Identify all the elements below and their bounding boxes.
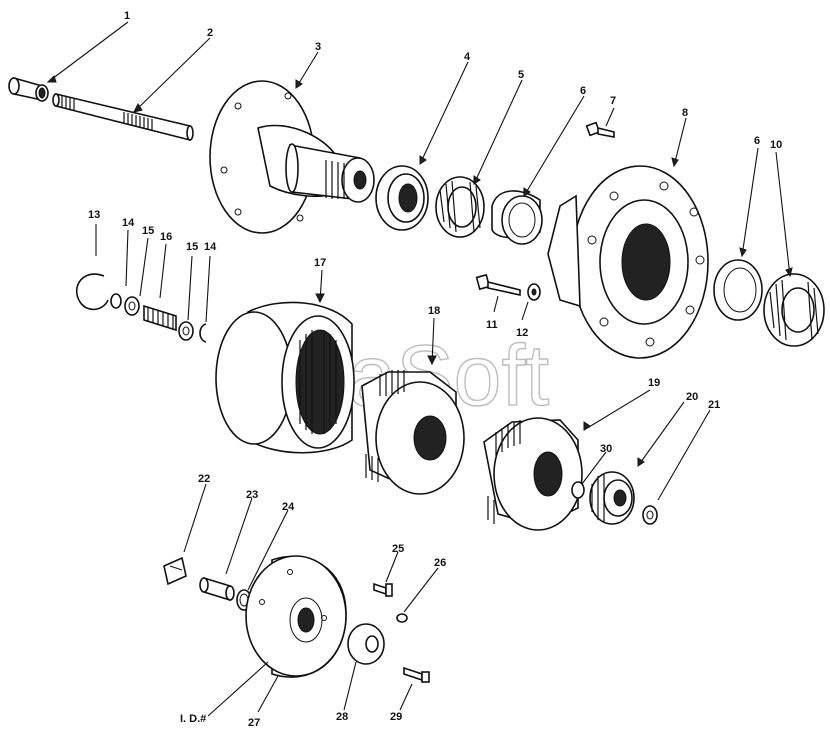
callout-labels: 1 2 3 4 5 6 7 8 6 10 11 12 13 14 15 16 1… [88, 10, 782, 729]
callout-5: 5 [518, 69, 524, 81]
part-13-snap-ring [75, 273, 109, 311]
callout-7: 7 [610, 95, 616, 107]
callout-11: 11 [486, 319, 498, 331]
part-14a-washer [110, 293, 122, 309]
callout-20: 20 [686, 391, 698, 403]
callout-10: 10 [770, 139, 782, 151]
callout-16: 16 [160, 231, 172, 243]
part-3-flange-hub [209, 80, 375, 234]
callout-15a: 15 [142, 225, 154, 237]
callout-26: 26 [434, 557, 446, 569]
part-19-carrier-assembly [483, 417, 583, 531]
part-22-clip [163, 556, 187, 586]
callout-24: 24 [282, 501, 295, 513]
part-26-plug [396, 613, 408, 623]
callout-12: 12 [516, 327, 528, 339]
callout-14a: 14 [122, 217, 135, 229]
part-17-ring-gear [215, 301, 355, 454]
callout-6a: 6 [580, 85, 586, 97]
part-6-bearing-cup [491, 190, 543, 245]
callout-25: 25 [392, 543, 404, 555]
callout-29: 29 [390, 711, 402, 723]
part-5-roller-bearing [435, 176, 485, 238]
callout-28: 28 [336, 711, 348, 723]
callout-id: I. D.# [180, 713, 206, 725]
callout-8: 8 [682, 107, 688, 119]
part-1-bushing [8, 76, 49, 102]
part-20-sun-gear [589, 471, 635, 525]
part-14b-washer [199, 323, 207, 343]
callout-15b: 15 [186, 241, 198, 253]
part-21-washer [642, 505, 658, 525]
part-30-ring [571, 481, 585, 499]
callout-3: 3 [315, 41, 321, 53]
callout-6b: 6 [754, 135, 760, 147]
part-6b-bearing-cup [713, 259, 763, 321]
callout-14b: 14 [204, 241, 217, 253]
part-15b-washer [178, 321, 194, 341]
part-4-bearing [375, 165, 429, 231]
leader-arrowheads [46, 75, 793, 467]
part-7-bolt [585, 121, 615, 138]
part-29-bolt [403, 666, 430, 683]
callout-22: 22 [198, 473, 210, 485]
part-28-thrust-plate [347, 623, 385, 665]
part-18-planet-carrier [361, 370, 465, 495]
part-16-spring [143, 304, 177, 332]
callout-13: 13 [88, 209, 100, 221]
part-8-housing [547, 165, 709, 359]
callout-30: 30 [600, 443, 612, 455]
part-11-bolt [475, 273, 521, 296]
part-2-shaft [52, 92, 194, 142]
leader-lines [47, 21, 791, 717]
callout-19: 19 [648, 377, 660, 389]
part-12-washer [527, 283, 541, 301]
part-15a-washer [124, 296, 140, 316]
callout-1: 1 [124, 10, 130, 22]
callout-21: 21 [708, 399, 720, 411]
callout-17: 17 [314, 257, 326, 269]
callout-2: 2 [207, 27, 213, 39]
part-25-screw [373, 582, 393, 597]
callout-18: 18 [428, 305, 440, 317]
part-23-pin [199, 576, 235, 602]
part-27-cover [245, 555, 347, 678]
part-10-cone-bearing [763, 273, 825, 347]
callout-23: 23 [246, 489, 258, 501]
callout-27: 27 [248, 717, 260, 729]
callout-4: 4 [464, 51, 471, 63]
